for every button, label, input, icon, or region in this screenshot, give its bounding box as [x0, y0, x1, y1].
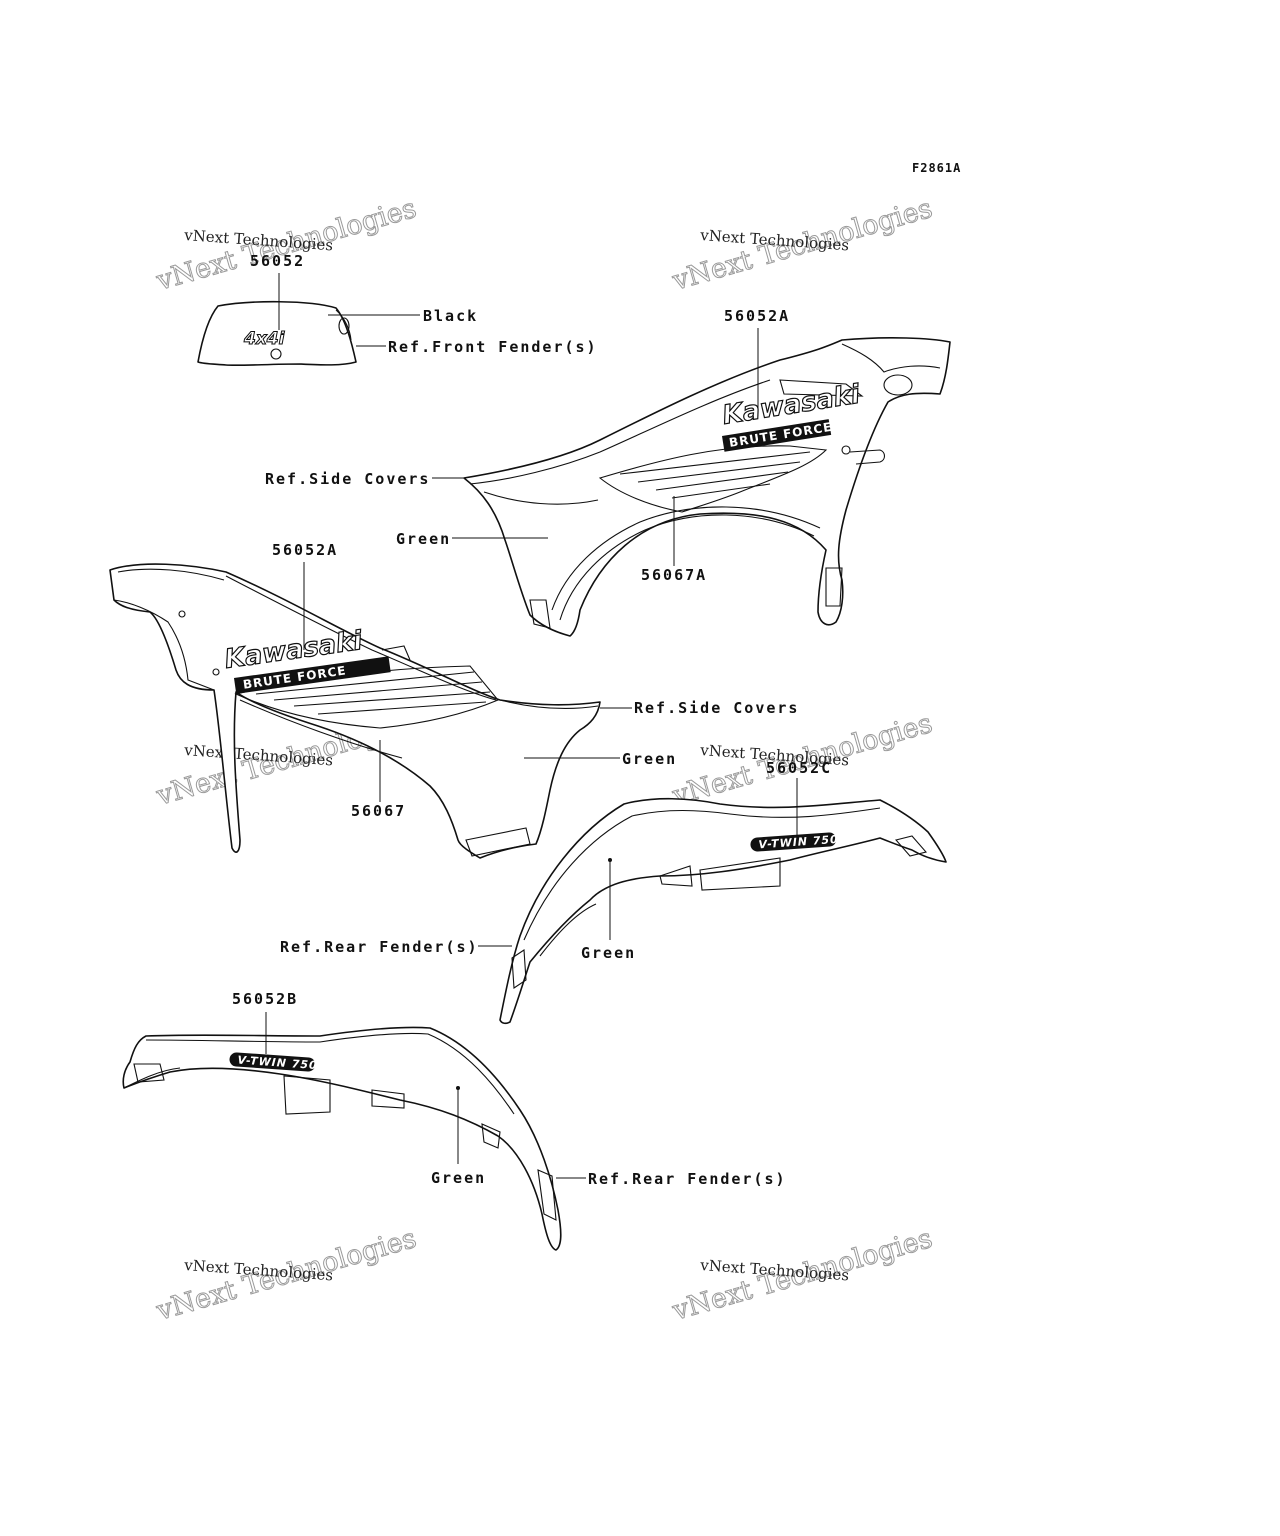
- left-side-cover-ridge: [225, 575, 497, 701]
- right-rear-fender-inner: [539, 903, 597, 957]
- left-side-cover-top-lip: [117, 568, 225, 581]
- right-rear-fender: V-TWIN 750: [478, 778, 947, 1025]
- callout-ref-side-covers-right: Ref.Side Covers: [265, 470, 430, 488]
- left-side-cover-bolt: [212, 668, 220, 676]
- callout-56052b: 56052B: [232, 990, 298, 1008]
- watermark-top-left: vNext Technologies vNext Technologies: [152, 192, 420, 297]
- left-rear-fender-tail-edge: [123, 1067, 181, 1089]
- callout-black: Black: [423, 307, 478, 325]
- right-rear-fender-tail: [894, 835, 928, 857]
- right-rear-fender-panel: [499, 797, 947, 1025]
- left-side-cover-foot: [465, 827, 531, 857]
- right-rear-fender-mount-1: [659, 865, 693, 887]
- right-side-cover-panel: [463, 337, 951, 637]
- right-stripe-1: [619, 451, 811, 475]
- figure-code: F2861A: [912, 161, 961, 175]
- left-side-cover-notch: [381, 645, 411, 661]
- callout-56052a-left: 56052A: [272, 541, 338, 559]
- left-side-cover-front-edge: [113, 599, 215, 691]
- right-side-cover: Kawasaki BRUTE FORCE: [432, 328, 951, 637]
- callout-ref-rear-fender-left: Ref.Rear Fender(s): [588, 1170, 787, 1188]
- right-model-decal-bg: [722, 419, 832, 452]
- callout-green-right-fender: Green: [581, 944, 636, 962]
- four-by-four-decal: 4x4i: [243, 329, 286, 349]
- callout-green-right-cover: Green: [396, 530, 451, 548]
- watermark-bottom-right: vNext Technologies vNext Technologies: [668, 1222, 936, 1327]
- right-side-cover-slot: [779, 379, 864, 397]
- left-model-badge: V-TWIN 750: [229, 1052, 318, 1072]
- front-fender-emblem-edge: [335, 309, 352, 341]
- callout-ref-rear-fender-right: Ref.Rear Fender(s): [280, 938, 479, 956]
- left-side-cover-hole: [178, 610, 186, 618]
- right-model-badge-bg: [750, 832, 837, 852]
- watermark-bottom-left: vNext Technologies vNext Technologies: [152, 1222, 420, 1327]
- left-rear-fender-bracket: [481, 1123, 501, 1149]
- right-side-stripe-decal: [598, 445, 828, 513]
- left-rear-fender-foot: [537, 1169, 557, 1221]
- left-model-badge-bg: [229, 1052, 316, 1072]
- callout-56052c: 56052C: [766, 759, 832, 777]
- left-model-badge-text: V-TWIN 750: [237, 1054, 318, 1073]
- callout-56052: 56052: [250, 252, 305, 270]
- left-rear-fender-crown: [145, 1032, 515, 1115]
- right-side-cover-tab: [529, 599, 551, 629]
- right-stripe-2: [637, 461, 801, 483]
- left-stripe-4: [317, 701, 487, 715]
- left-model-decal-bg: [233, 656, 391, 694]
- left-rear-fender: V-TWIN 750: [122, 1012, 586, 1251]
- right-model-badge: V-TWIN 750: [750, 832, 839, 852]
- right-side-cover-arch: [551, 506, 821, 611]
- front-fender-emblem-recess: [338, 317, 350, 335]
- right-side-cover-foot: [825, 567, 843, 607]
- callout-green-left-cover: Green: [622, 750, 677, 768]
- watermark-top-right: vNext Technologies vNext Technologies: [668, 192, 936, 297]
- left-side-cover-rear-lip: [499, 699, 599, 710]
- right-model-badge-text: V-TWIN 750: [758, 833, 839, 852]
- right-stripe-outline: [598, 445, 828, 513]
- right-stripe-4: [671, 483, 771, 499]
- front-fender-emblem-panel: [197, 300, 357, 367]
- right-rear-fender-mount-2: [699, 857, 781, 891]
- right-side-cover-inner-ridge: [469, 379, 771, 485]
- left-stripe-1: [255, 671, 475, 695]
- callout-green-left-fender: Green: [431, 1169, 486, 1187]
- left-side-stripe-decal: [234, 665, 499, 759]
- right-rear-fender-bracket: [511, 949, 527, 989]
- front-fender-emblem: 4x4i: [197, 273, 420, 367]
- left-stripe-tail: [239, 699, 403, 759]
- front-fender-mount-hole: [270, 348, 282, 360]
- left-rear-fender-mount-1: [283, 1075, 331, 1115]
- left-rear-fender-panel: [122, 1026, 562, 1251]
- right-side-cover-lower-ridge: [483, 491, 599, 505]
- right-side-cover-top-lip: [841, 343, 941, 373]
- right-stripe-3: [655, 471, 789, 491]
- callout-56052a-right: 56052A: [724, 307, 790, 325]
- left-rear-fender-mount-2: [371, 1089, 405, 1109]
- left-stripe-2: [273, 681, 483, 701]
- right-side-cover-arch-inner: [559, 514, 815, 621]
- right-side-cover-bolt: [841, 445, 851, 455]
- right-side-cover-grommet: [883, 374, 913, 396]
- right-rear-fender-crown: [523, 807, 881, 941]
- callout-ref-side-covers-left: Ref.Side Covers: [634, 699, 799, 717]
- left-side-cover: Kawasaki BRUTE FORCE: [109, 562, 632, 859]
- callout-56067a: 56067A: [641, 566, 707, 584]
- left-stripe-3: [293, 691, 491, 707]
- callout-ref-front-fender: Ref.Front Fender(s): [388, 338, 598, 356]
- right-side-cover-bracket: [849, 449, 886, 465]
- callout-56067: 56067: [351, 802, 406, 820]
- left-rear-fender-tail-tab: [133, 1063, 165, 1083]
